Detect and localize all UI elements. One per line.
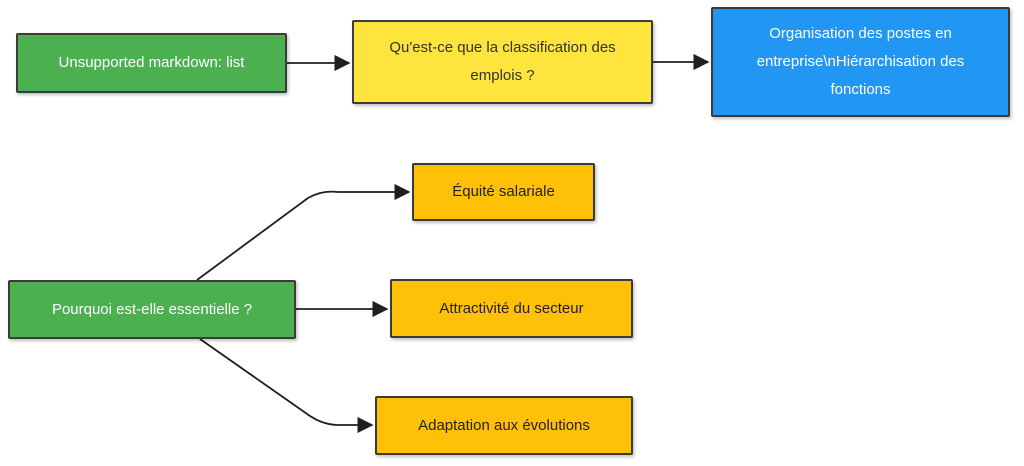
- node-unsupported-markdown-list[interactable]: Unsupported markdown: list: [16, 33, 287, 93]
- edge-essentielle-to-equite: [196, 183, 411, 281]
- node-attractivite-secteur[interactable]: Attractivité du secteur: [390, 279, 633, 338]
- node-organisation-postes[interactable]: Organisation des postes en entreprise\nH…: [711, 7, 1010, 117]
- node-classification-question[interactable]: Qu'est-ce que la classification des empl…: [352, 20, 653, 104]
- node-essentielle-question[interactable]: Pourquoi est-elle essentielle ?: [8, 280, 296, 339]
- node-adaptation-evolutions[interactable]: Adaptation aux évolutions: [375, 396, 633, 455]
- node-equite-salariale[interactable]: Équité salariale: [412, 163, 595, 221]
- edge-essentielle-to-adaptation: [199, 338, 374, 434]
